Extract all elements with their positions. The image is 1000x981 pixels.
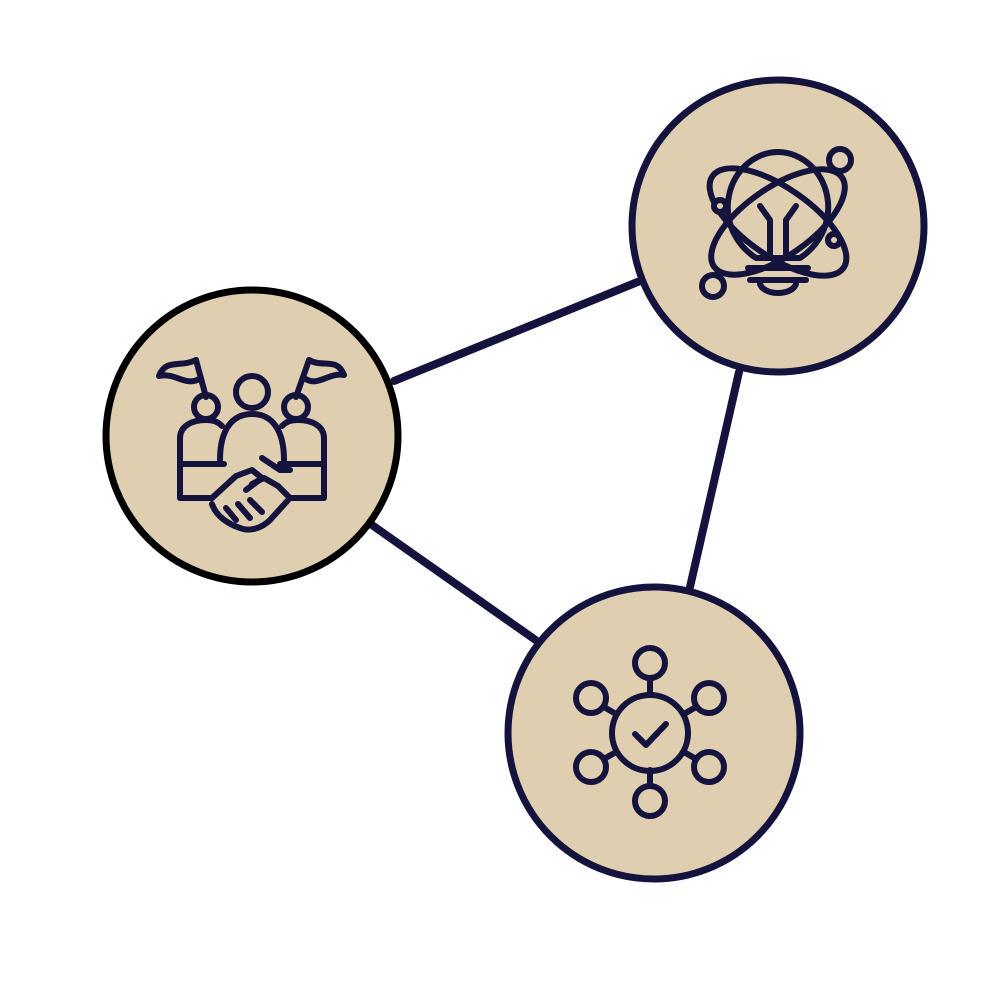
node-network[interactable] xyxy=(504,583,804,883)
lightbulb-atom-icon xyxy=(699,146,854,300)
network-check-icon xyxy=(573,645,727,819)
node-innovation-circle xyxy=(628,76,928,376)
edge-partnership-network xyxy=(368,521,541,645)
handshake-team-icon xyxy=(156,357,347,533)
node-partnership-circle xyxy=(102,286,402,586)
edge-partnership-innovation xyxy=(390,277,644,385)
edge-innovation-network xyxy=(686,368,743,591)
node-partnership[interactable] xyxy=(102,286,402,586)
node-innovation[interactable] xyxy=(628,76,928,376)
edges xyxy=(368,277,743,645)
